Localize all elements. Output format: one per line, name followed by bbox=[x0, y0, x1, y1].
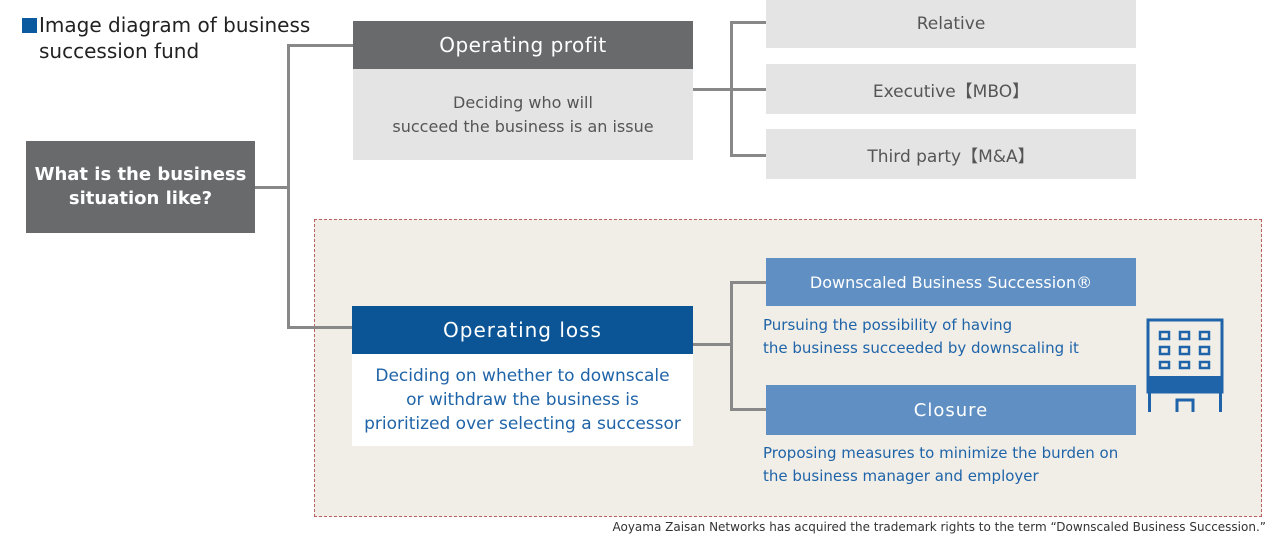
operating-profit-header: Operating profit bbox=[353, 21, 693, 69]
closure-box: Closure bbox=[766, 385, 1136, 435]
connector-line bbox=[254, 186, 289, 189]
connector-line bbox=[692, 88, 732, 91]
option-third-party-ma: Third party【M&A】 bbox=[766, 129, 1136, 179]
connector-line bbox=[730, 408, 766, 411]
operating-profit-description: Deciding who will succeed the business i… bbox=[353, 69, 693, 160]
downscaled-succession-description: Pursuing the possibility of having the b… bbox=[763, 316, 1079, 357]
option-relative: Relative bbox=[766, 0, 1136, 48]
business-situation-node: What is the business situation like? bbox=[26, 141, 255, 233]
operating-loss-description: Deciding on whether to downscale or with… bbox=[352, 354, 693, 446]
trademark-footnote: Aoyama Zaisan Networks has acquired the … bbox=[612, 520, 1266, 534]
connector-line bbox=[730, 21, 766, 24]
connector-line bbox=[692, 343, 732, 346]
connector-line bbox=[730, 281, 733, 410]
connector-line bbox=[730, 281, 766, 284]
connector-line bbox=[287, 44, 353, 47]
operating-loss-header: Operating loss bbox=[352, 306, 693, 354]
connector-line bbox=[287, 326, 353, 329]
connector-line bbox=[730, 88, 766, 91]
downscaled-succession-box: Downscaled Business Succession® bbox=[766, 258, 1136, 306]
connector-line bbox=[730, 154, 766, 157]
diagram-title: Image diagram of business succession fun… bbox=[22, 12, 310, 64]
title-square-icon bbox=[22, 18, 37, 33]
option-executive-mbo: Executive【MBO】 bbox=[766, 64, 1136, 114]
building-icon bbox=[1146, 318, 1224, 414]
connector-line bbox=[287, 44, 290, 328]
closure-description: Proposing measures to minimize the burde… bbox=[763, 444, 1119, 485]
